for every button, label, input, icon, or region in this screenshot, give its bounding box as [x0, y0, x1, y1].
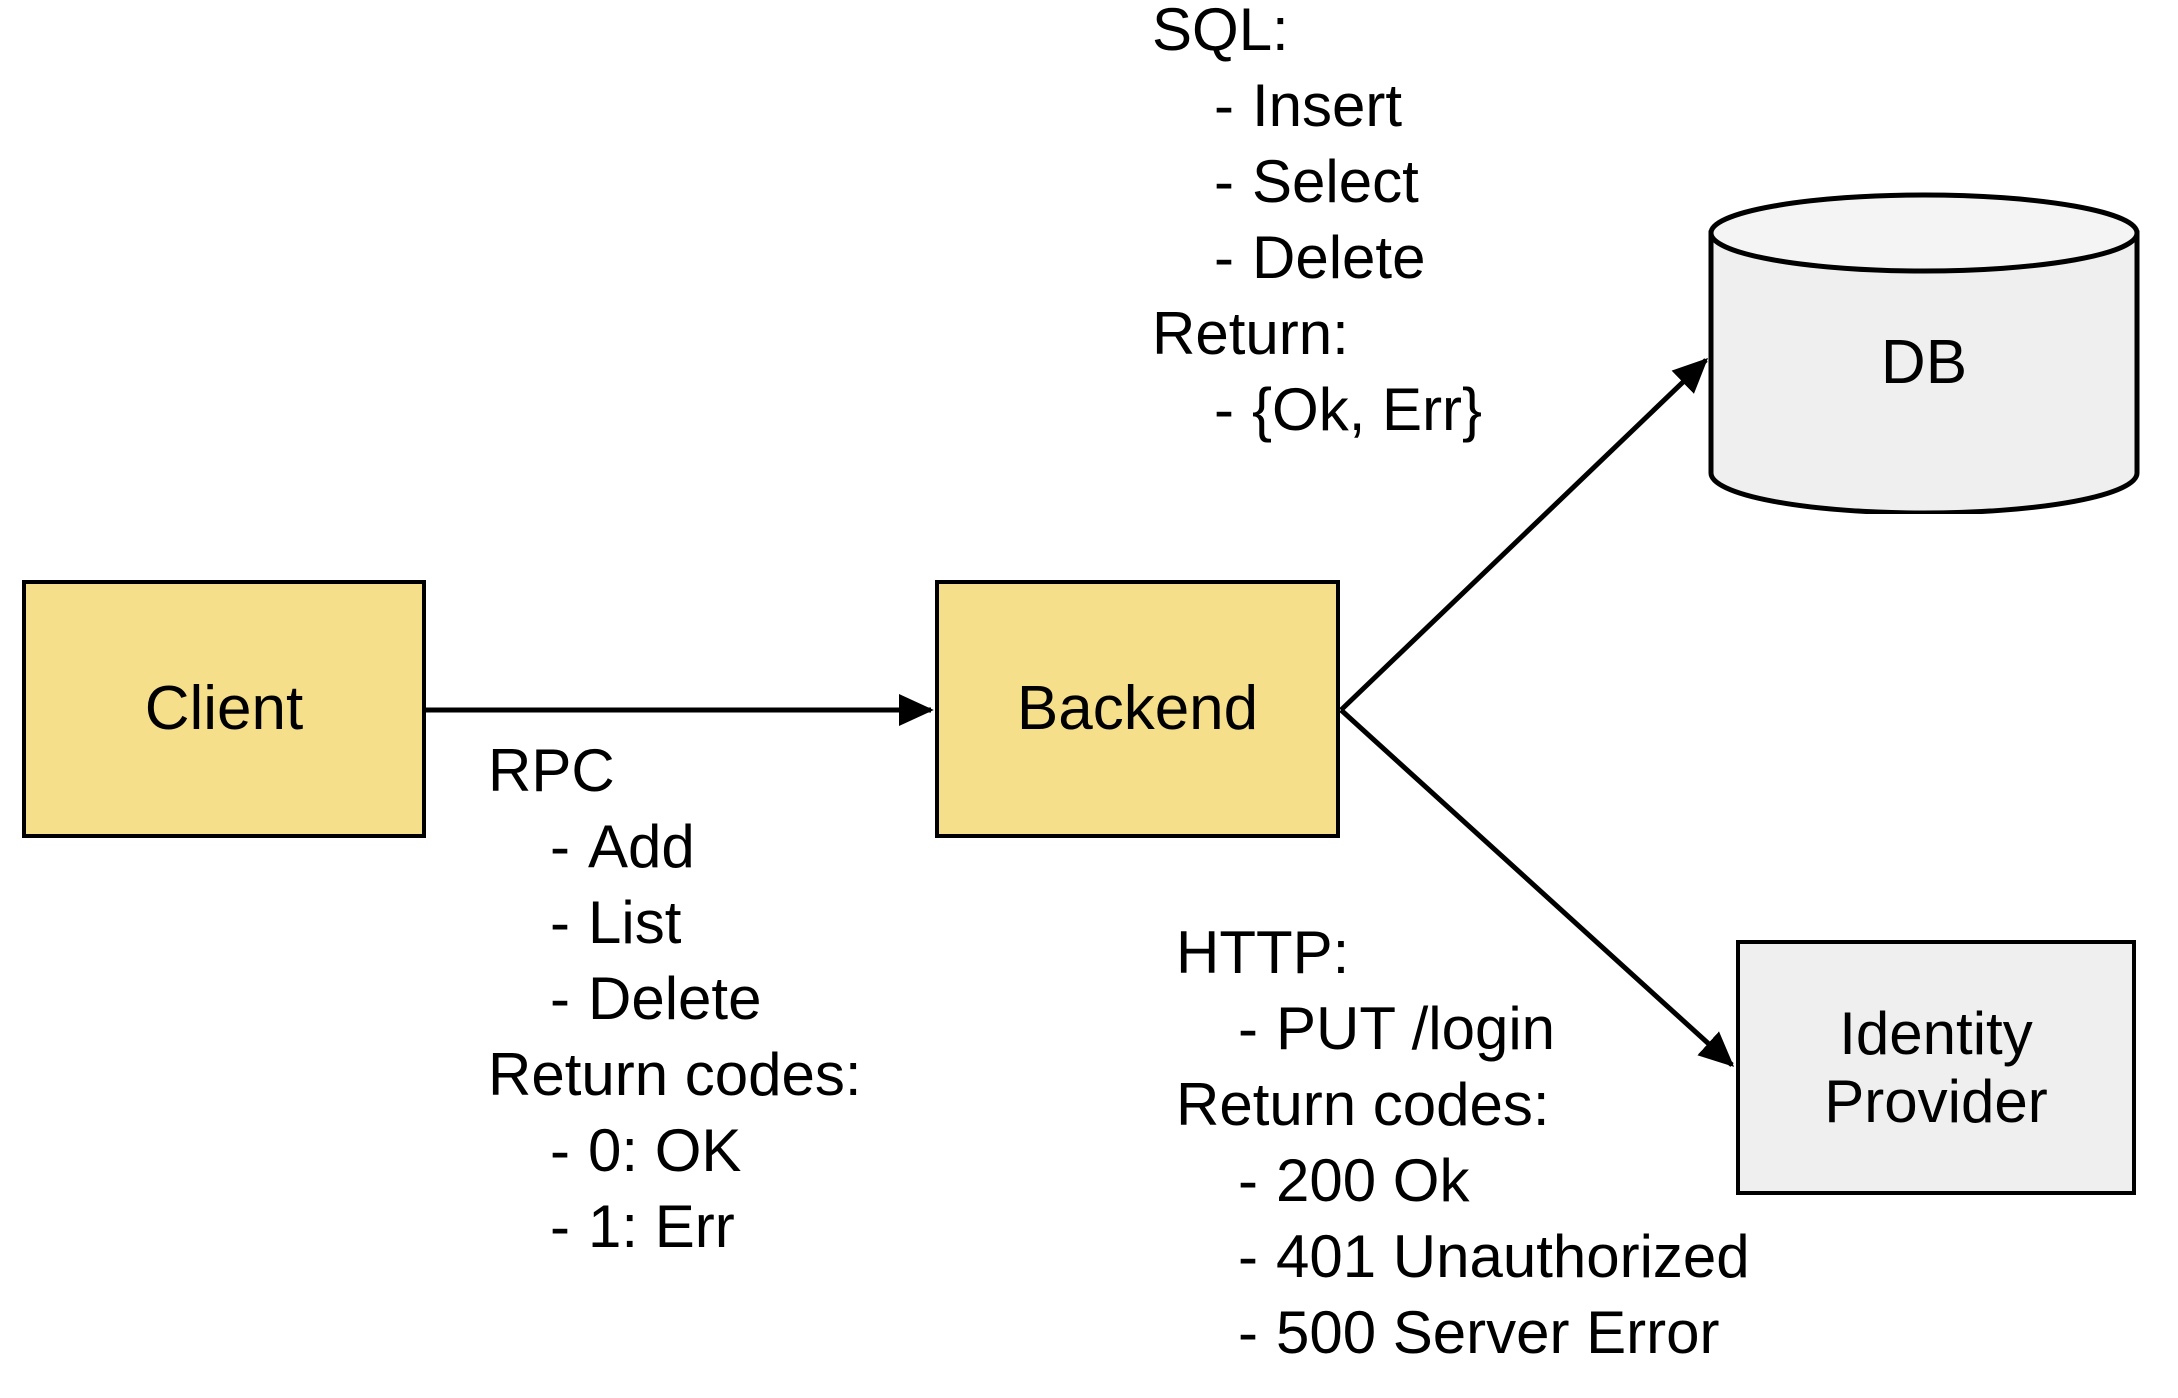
node-client[interactable]: Client: [22, 580, 426, 838]
bullet-dash-icon: -: [1214, 148, 1234, 215]
annotation-sql-item: -Insert: [1152, 68, 1482, 144]
annotation-http: HTTP: -PUT /login Return codes: -200 Ok …: [1176, 915, 1750, 1371]
annotation-rpc-item-label: Add: [588, 813, 695, 880]
annotation-http-return-item: -200 Ok: [1176, 1143, 1750, 1219]
bullet-dash-icon: -: [550, 1117, 570, 1184]
annotation-rpc-item: -Delete: [488, 961, 862, 1037]
bullet-dash-icon: -: [1238, 1147, 1258, 1214]
bullet-dash-icon: -: [550, 965, 570, 1032]
node-db-label-wrap: DB: [1708, 192, 2140, 514]
annotation-http-return-item-label: 200 Ok: [1276, 1147, 1470, 1214]
annotation-sql-return-heading: Return:: [1152, 300, 1349, 367]
annotation-http-heading: HTTP:: [1176, 919, 1350, 986]
bullet-dash-icon: -: [1238, 995, 1258, 1062]
annotation-sql: SQL: -Insert -Select -Delete Return: -{O…: [1152, 0, 1482, 448]
bullet-dash-icon: -: [1238, 1223, 1258, 1290]
annotation-http-return-item-label: 500 Server Error: [1276, 1299, 1720, 1366]
database-cylinder-icon: [1708, 192, 2140, 514]
annotation-rpc-heading: RPC: [488, 737, 615, 804]
annotation-http-return-item-label: 401 Unauthorized: [1276, 1223, 1750, 1290]
annotation-sql-item: -Select: [1152, 144, 1482, 220]
bullet-dash-icon: -: [1214, 376, 1234, 443]
annotation-http-return-heading: Return codes:: [1176, 1071, 1550, 1138]
bullet-dash-icon: -: [1214, 72, 1234, 139]
annotation-http-return-item: -500 Server Error: [1176, 1295, 1750, 1371]
annotation-rpc-item-label: Delete: [588, 965, 762, 1032]
node-identity-provider-label-line1: Identity: [1839, 1000, 2033, 1068]
annotation-rpc-return-item-label: 1: Err: [588, 1193, 735, 1260]
bullet-dash-icon: -: [550, 813, 570, 880]
annotation-rpc: RPC -Add -List -Delete Return codes: -0:…: [488, 733, 862, 1265]
annotation-sql-item-label: Select: [1252, 148, 1419, 215]
annotation-sql-item-label: Delete: [1252, 224, 1426, 291]
annotation-sql-item-label: Insert: [1252, 72, 1403, 139]
annotation-rpc-item: -Add: [488, 809, 862, 885]
annotation-rpc-return-item-label: 0: OK: [588, 1117, 742, 1184]
node-identity-provider-label-line2: Provider: [1824, 1067, 2048, 1135]
node-identity-provider[interactable]: Identity Provider: [1736, 940, 2136, 1195]
annotation-sql-heading: SQL:: [1152, 0, 1289, 63]
annotation-sql-item: -Delete: [1152, 220, 1482, 296]
node-client-label: Client: [144, 674, 304, 744]
node-backend-label: Backend: [1016, 674, 1259, 744]
annotation-rpc-item: -List: [488, 885, 862, 961]
annotation-rpc-return-item: -0: OK: [488, 1113, 862, 1189]
node-backend[interactable]: Backend: [935, 580, 1340, 838]
bullet-dash-icon: -: [1238, 1299, 1258, 1366]
node-db-label: DB: [1880, 327, 1968, 397]
annotation-http-return-item: -401 Unauthorized: [1176, 1219, 1750, 1295]
annotation-rpc-item-label: List: [588, 889, 682, 956]
bullet-dash-icon: -: [1214, 224, 1234, 291]
bullet-dash-icon: -: [550, 1193, 570, 1260]
annotation-http-item-label: PUT /login: [1276, 995, 1556, 1062]
annotation-sql-return-item-label: {Ok, Err}: [1252, 376, 1483, 443]
annotation-sql-return-item: -{Ok, Err}: [1152, 372, 1482, 448]
annotation-rpc-return-item: -1: Err: [488, 1189, 862, 1265]
node-identity-provider-label: Identity Provider: [1824, 1000, 2047, 1134]
annotation-http-item: -PUT /login: [1176, 991, 1750, 1067]
bullet-dash-icon: -: [550, 889, 570, 956]
annotation-rpc-return-heading: Return codes:: [488, 1041, 862, 1108]
node-db[interactable]: DB: [1708, 192, 2140, 514]
